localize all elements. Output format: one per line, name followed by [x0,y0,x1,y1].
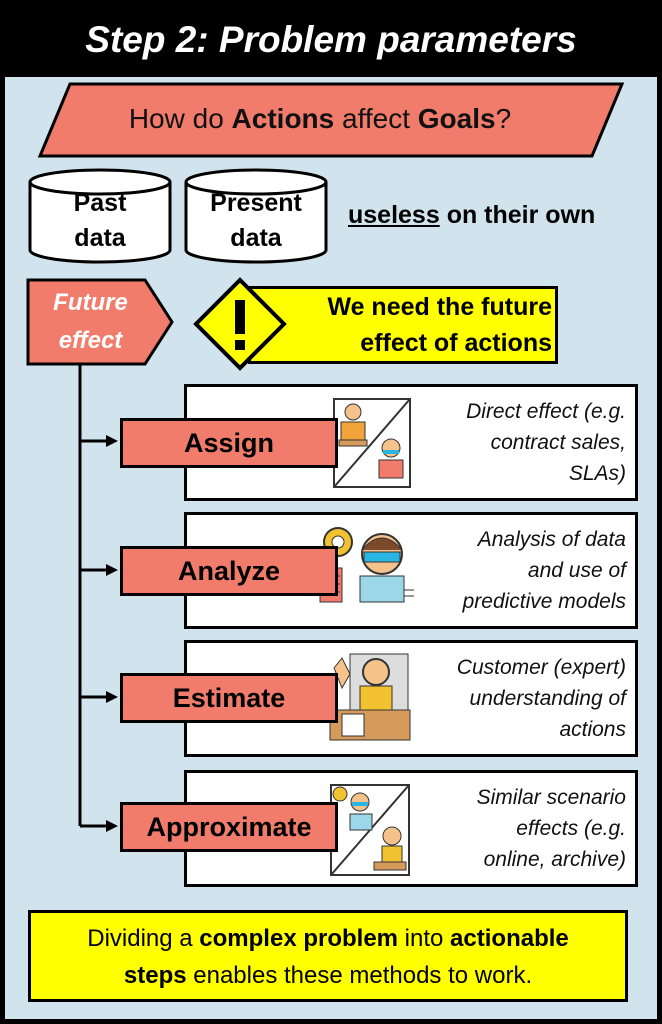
question-suffix: ? [495,103,512,134]
approximate-desc-line: effects (e.g. [516,817,626,840]
useless-word: useless [348,201,440,229]
estimate-desc-line: actions [559,718,626,741]
present-data-cylinder [184,168,328,264]
analyze-desc-line: Analysis of data [477,528,626,551]
present-data-line1: Present [210,189,302,217]
present-data-label: Present data [186,186,326,256]
question-actions: Actions [231,103,335,134]
useless-rest: on their own [439,201,596,229]
approximate-people-icon [330,784,410,876]
future-effect-shape [26,278,174,366]
summary-text: Dividing a [87,925,200,952]
past-data-cylinder [28,168,172,264]
assign-description: Direct effect (e.g. contract sales, SLAs… [412,396,626,489]
arrow-assign [80,435,118,447]
future-effect-line1: Future [53,289,128,316]
diagram-title: Step 2: Problem parameters [5,5,657,77]
arrow-estimate [80,691,118,703]
arrow-approximate [80,820,118,832]
approximate-button: Approximate [120,802,338,852]
approximate-desc-line: Similar scenario [476,786,626,809]
past-data-line1: Past [73,189,127,217]
summary-line2: steps enables these methods to work. [31,957,625,994]
assign-people-icon [333,398,411,488]
estimate-description: Customer (expert) understanding of actio… [412,652,626,745]
analyze-desc-line: predictive models [462,590,626,613]
past-data-label: Past data [30,186,170,256]
estimate-person-icon [329,653,411,741]
summary-bold: actionable [450,925,569,952]
assign-desc-line: SLAs) [568,462,626,485]
warning-icon [193,277,287,371]
summary-line1: Dividing a complex problem into actionab… [31,920,625,957]
question-middle: affect [334,103,418,134]
past-data-line2: data [74,224,126,252]
summary-text: into [398,925,451,952]
useless-note: useless on their own [348,201,595,230]
future-effect-label: Future effect [28,284,153,360]
assign-desc-line: contract sales, [490,431,626,454]
question-text: How do Actions affect Goals? [40,80,600,158]
method-card-assign [184,384,638,501]
warning-text: We need the future effect of actions [272,289,552,361]
estimate-desc-line: Customer (expert) [456,656,626,679]
warning-line1: We need the future [327,293,552,321]
analyze-button: Analyze [120,546,338,596]
approximate-description: Similar scenario effects (e.g. online, a… [412,782,626,875]
summary-box: Dividing a complex problem into actionab… [28,910,628,1002]
assign-desc-line: Direct effect (e.g. [466,400,626,423]
approximate-desc-line: online, archive) [483,848,626,871]
question-prefix: How do [128,103,232,134]
future-effect-line2: effect [58,327,123,354]
summary-text: enables these methods to work. [186,962,533,989]
warning-box [248,286,558,364]
present-data-line2: data [230,224,282,252]
estimate-button: Estimate [120,673,338,723]
warning-line2: effect of actions [360,329,552,357]
question-goals: Goals [417,103,496,134]
analyze-description: Analysis of data and use of predictive m… [412,524,626,617]
summary-bold: complex problem [199,925,399,952]
summary-bold: steps [123,962,187,989]
analyze-desc-line: and use of [527,559,626,582]
arrow-analyze [80,564,118,576]
question-banner [37,82,625,158]
assign-button: Assign [120,418,338,468]
estimate-desc-line: understanding of [469,687,626,710]
